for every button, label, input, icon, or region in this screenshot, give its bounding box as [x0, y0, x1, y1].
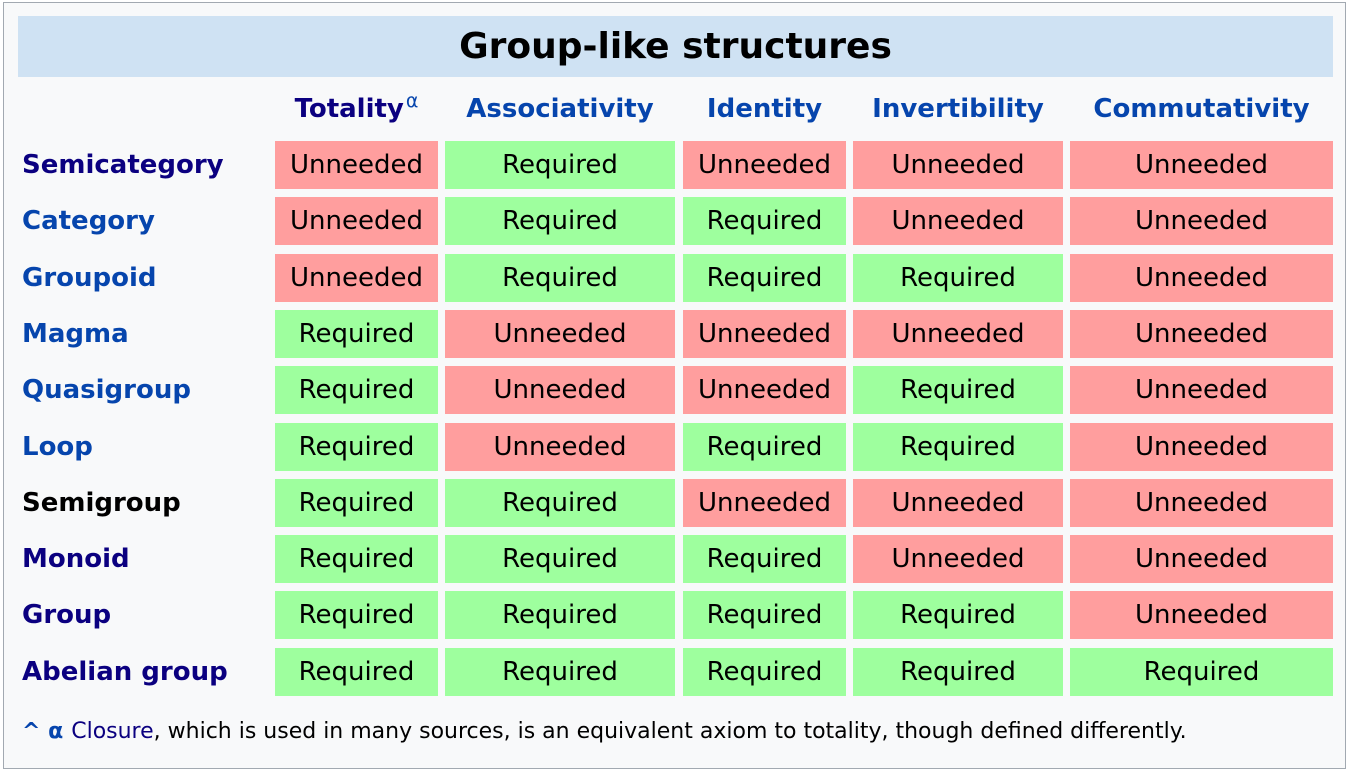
table-cell: Required	[853, 423, 1063, 471]
table-cell: Unneeded	[853, 141, 1063, 189]
column-header-invertibility[interactable]: Invertibility	[853, 87, 1063, 131]
column-header-label[interactable]: Identity	[706, 94, 823, 124]
table-cell: Required	[275, 648, 438, 696]
column-header-commutativity[interactable]: Commutativity	[1070, 87, 1333, 131]
column-header-label[interactable]: Commutativity	[1093, 94, 1310, 124]
table-cell: Required	[683, 648, 846, 696]
table-cell: Required	[445, 591, 675, 639]
table-cell: Required	[853, 254, 1063, 302]
table-cell: Unneeded	[853, 479, 1063, 527]
table-cell: Required	[275, 591, 438, 639]
table-cell: Required	[853, 591, 1063, 639]
table-cell: Unneeded	[445, 310, 675, 358]
row-label-groupoid[interactable]: Groupoid	[22, 263, 157, 293]
table-cell: Unneeded	[445, 423, 675, 471]
closure-link[interactable]: Closure	[71, 718, 154, 744]
table-cell: Required	[275, 310, 438, 358]
row-label-quasigroup[interactable]: Quasigroup	[22, 375, 191, 405]
table-cell: Unneeded	[683, 366, 846, 414]
table-cell: Unneeded	[1070, 254, 1333, 302]
row-label-monoid[interactable]: Monoid	[22, 544, 130, 574]
column-header-associativity[interactable]: Associativity	[445, 87, 675, 131]
table-cell: Unneeded	[853, 197, 1063, 245]
table-cell: Unneeded	[853, 535, 1063, 583]
table-cell: Unneeded	[683, 141, 846, 189]
column-header-label[interactable]: Totality	[294, 94, 404, 124]
table-title: Group-like structures	[18, 16, 1333, 77]
table-cell: Required	[683, 254, 846, 302]
footnote-backlink[interactable]: ^ α	[22, 718, 64, 744]
table-cell: Unneeded	[1070, 423, 1333, 471]
table-cell: Required	[853, 366, 1063, 414]
table-cell: Unneeded	[1070, 591, 1333, 639]
table-cell: Required	[683, 197, 846, 245]
table-cell: Required	[683, 591, 846, 639]
table-cell: Unneeded	[275, 141, 438, 189]
table-cell: Unneeded	[1070, 535, 1333, 583]
table-cell: Required	[445, 648, 675, 696]
row-label-magma[interactable]: Magma	[22, 319, 129, 349]
table-cell: Required	[445, 479, 675, 527]
table-cell: Required	[275, 423, 438, 471]
row-label-abelian-group[interactable]: Abelian group	[22, 657, 228, 687]
table-cell: Required	[275, 366, 438, 414]
table-cell: Unneeded	[275, 254, 438, 302]
row-label-group[interactable]: Group	[22, 600, 112, 630]
table-cell: Required	[275, 535, 438, 583]
table-cell: Unneeded	[1070, 479, 1333, 527]
table-cell: Required	[445, 535, 675, 583]
table-cell: Unneeded	[1070, 310, 1333, 358]
table-cell: Unneeded	[1070, 141, 1333, 189]
footnote-ref[interactable]: α	[405, 90, 419, 112]
table-cell: Required	[445, 254, 675, 302]
column-header-identity[interactable]: Identity	[683, 87, 846, 131]
table-cell: Required	[853, 648, 1063, 696]
table-cell: Required	[445, 197, 675, 245]
table-cell: Required	[683, 535, 846, 583]
column-header-label[interactable]: Invertibility	[872, 94, 1044, 124]
table-cell: Unneeded	[445, 366, 675, 414]
row-label-semicategory[interactable]: Semicategory	[22, 150, 224, 180]
footnote-text: , which is used in many sources, is an e…	[153, 718, 1187, 744]
table-cell: Required	[1070, 648, 1333, 696]
table-cell: Unneeded	[683, 310, 846, 358]
table-cell: Unneeded	[683, 479, 846, 527]
table-cell: Unneeded	[1070, 197, 1333, 245]
table-cell: Required	[275, 479, 438, 527]
table-cell: Unneeded	[1070, 366, 1333, 414]
row-label-loop[interactable]: Loop	[22, 432, 93, 462]
table-cell: Required	[683, 423, 846, 471]
footnote: ^ α Closure , which is used in many sour…	[22, 713, 1342, 749]
row-label-semigroup: Semigroup	[22, 488, 181, 518]
table-cell: Unneeded	[275, 197, 438, 245]
table-cell: Required	[445, 141, 675, 189]
table-cell: Unneeded	[853, 310, 1063, 358]
row-label-category[interactable]: Category	[22, 206, 155, 236]
column-header-label[interactable]: Associativity	[466, 94, 654, 124]
